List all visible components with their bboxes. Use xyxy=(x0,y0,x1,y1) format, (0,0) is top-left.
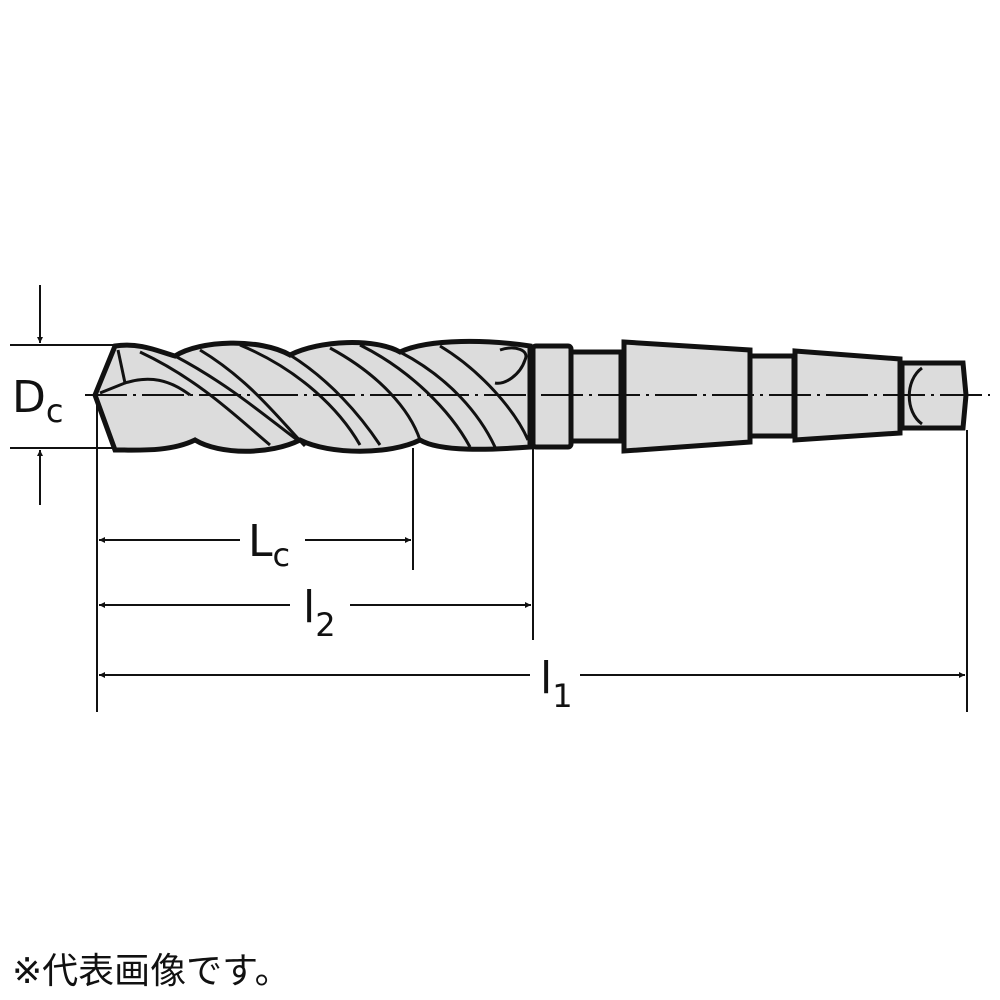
drill-body xyxy=(92,338,533,454)
drill-shank xyxy=(530,339,969,454)
dc-label: Dc xyxy=(12,372,63,430)
extension-lines xyxy=(10,344,968,712)
lc-label: Lc xyxy=(248,516,290,574)
l1-label: l1 xyxy=(540,653,573,715)
representative-image-note: ※代表画像です。 xyxy=(12,951,291,992)
l2-label: l2 xyxy=(303,582,336,644)
